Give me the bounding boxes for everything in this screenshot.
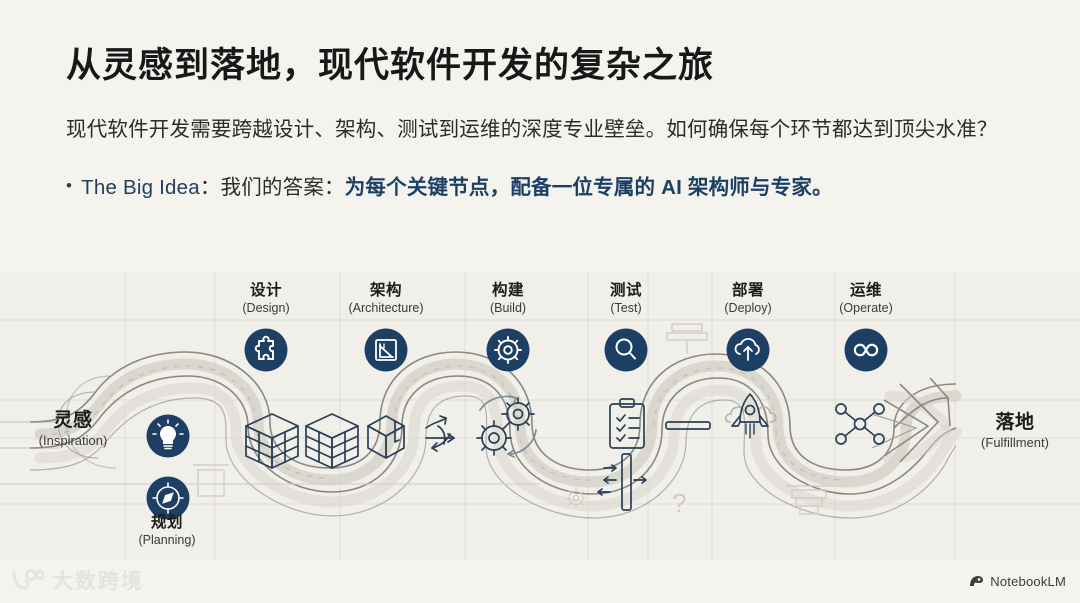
node-planning[interactable]: [146, 476, 190, 520]
big-idea-label: The Big Idea: [81, 175, 200, 199]
journey-diagram: .road-out { fill:none; stroke:#8a8881; s…: [0, 272, 1080, 560]
cloud-upload-icon: [734, 337, 760, 361]
frame-outline-icon: [193, 464, 229, 497]
node-build[interactable]: [486, 328, 530, 372]
node-inspiration[interactable]: [146, 414, 190, 458]
node-design[interactable]: [244, 328, 288, 372]
blueprint-icon: [375, 339, 397, 361]
brick-wall-icon: [305, 413, 359, 469]
big-idea-middle: 我们的答案：: [220, 175, 345, 199]
big-idea-separator: ：: [199, 175, 221, 199]
faint-decor-icons: ?: [0, 323, 832, 518]
shelf-outline-icon: [666, 323, 708, 354]
notebooklm-brand: NotebookLM: [969, 574, 1066, 589]
watermark-text: 大数跨境: [52, 570, 144, 593]
magnifier-icon: [615, 338, 636, 360]
subtitle-paragraph: 现代软件开发需要跨越设计、架构、测试到运维的深度专业壁垒。如何确保每个环节都达到…: [66, 117, 998, 141]
road-path: [0, 351, 962, 519]
notebooklm-spark-icon: [970, 576, 984, 586]
node-operate[interactable]: [844, 328, 888, 372]
infinity-icon: [853, 343, 879, 357]
gate-arrows-icon: [597, 453, 647, 511]
compass-icon: [152, 482, 184, 514]
page-title: 从灵感到落地，现代软件开发的复杂之旅: [66, 46, 715, 85]
gear-icon: [494, 336, 522, 364]
rocket-cloud-icon: [724, 393, 777, 439]
node-deploy[interactable]: [726, 328, 770, 372]
watermark-logo: 大数跨境: [10, 565, 144, 595]
clipboard-checklist-icon: [609, 398, 645, 449]
gears-cycle-icon: [476, 395, 537, 458]
decor-icon-group: [245, 393, 885, 511]
merge-arrows-icon: [425, 415, 455, 452]
watermark-mark-icon: [12, 569, 44, 590]
text-block: 从灵感到落地，现代软件开发的复杂之旅 现代软件开发需要跨越设计、架构、测试到运维…: [66, 44, 1026, 200]
question-mark-icon: ?: [672, 488, 686, 518]
fulfillment-arrow: [871, 377, 952, 464]
puzzle-piece-icon: [254, 335, 274, 360]
bullet-dot-icon: •: [66, 175, 73, 195]
notebooklm-text: NotebookLM: [990, 574, 1066, 589]
lightbulb-icon: [152, 419, 184, 450]
big-idea-emphasis: 为每个关键节点，配备一位专属的 AI 架构师与专家。: [344, 175, 833, 199]
faint-gear-icon: [565, 487, 587, 509]
diagram-canvas: .road-out { fill:none; stroke:#8a8881; s…: [0, 272, 1080, 560]
node-test[interactable]: [604, 328, 648, 372]
big-idea-bullet: • The Big Idea ： 我们的答案： 为每个关键节点，配备一位专属的 …: [66, 170, 1026, 200]
divider-bar-icon: [665, 421, 711, 430]
stage-nodes: [146, 328, 888, 520]
brick-wall-icon: [245, 413, 299, 469]
network-hub-icon: [835, 403, 885, 445]
brick-stack-icon: [786, 485, 832, 515]
node-architecture[interactable]: [364, 328, 408, 372]
package-box-icon: [367, 415, 405, 459]
